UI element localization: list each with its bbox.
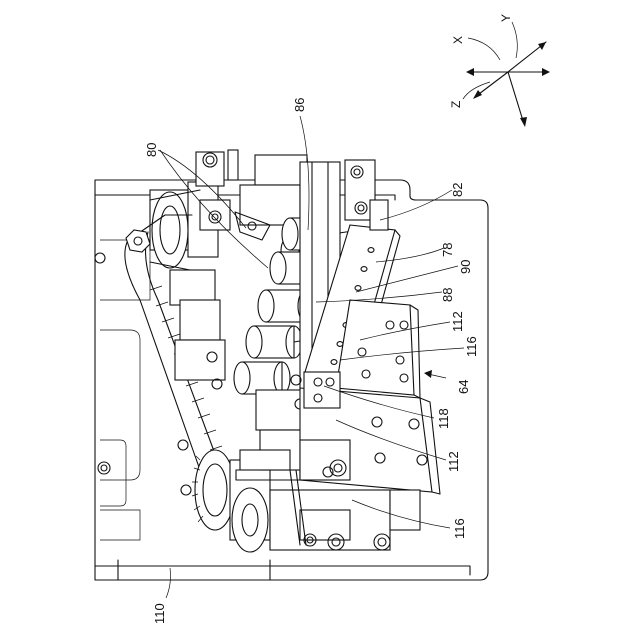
axis-x-label: X — [451, 36, 465, 44]
roller-3 — [258, 290, 274, 322]
axis-z-label: Z — [449, 101, 463, 108]
label-64: 64 — [456, 380, 471, 394]
label-80: 80 — [144, 143, 159, 157]
roller-4 — [246, 326, 262, 358]
label-88: 88 — [440, 288, 455, 302]
label-64-arrow-icon — [424, 370, 432, 378]
label-116b: 116 — [452, 518, 467, 539]
neg-axis-arrow-icon — [520, 117, 527, 127]
label-112b: 112 — [446, 451, 461, 472]
label-78: 78 — [440, 243, 455, 257]
y-leader — [512, 22, 517, 58]
tensioner-nut-icon — [126, 230, 150, 252]
label-86: 86 — [292, 98, 307, 112]
roller-5 — [234, 362, 250, 394]
label-118: 118 — [436, 408, 451, 429]
roller-2 — [270, 252, 286, 284]
neg-y-arrow-icon — [466, 68, 474, 76]
label-90: 90 — [458, 260, 473, 274]
y-arrow-icon — [542, 68, 550, 76]
axes-indicator: X Y Z — [449, 14, 550, 127]
x-leader — [468, 38, 500, 60]
label-116a: 116 — [464, 336, 479, 357]
label-112a: 112 — [450, 311, 465, 332]
x-arrow-icon — [538, 42, 546, 50]
z-arrow-icon — [473, 90, 482, 99]
roller-1 — [282, 218, 298, 250]
upper-pulley — [152, 192, 188, 268]
label-110: 110 — [152, 603, 167, 624]
axis-y-label: Y — [499, 14, 513, 22]
label-82: 82 — [450, 183, 465, 197]
